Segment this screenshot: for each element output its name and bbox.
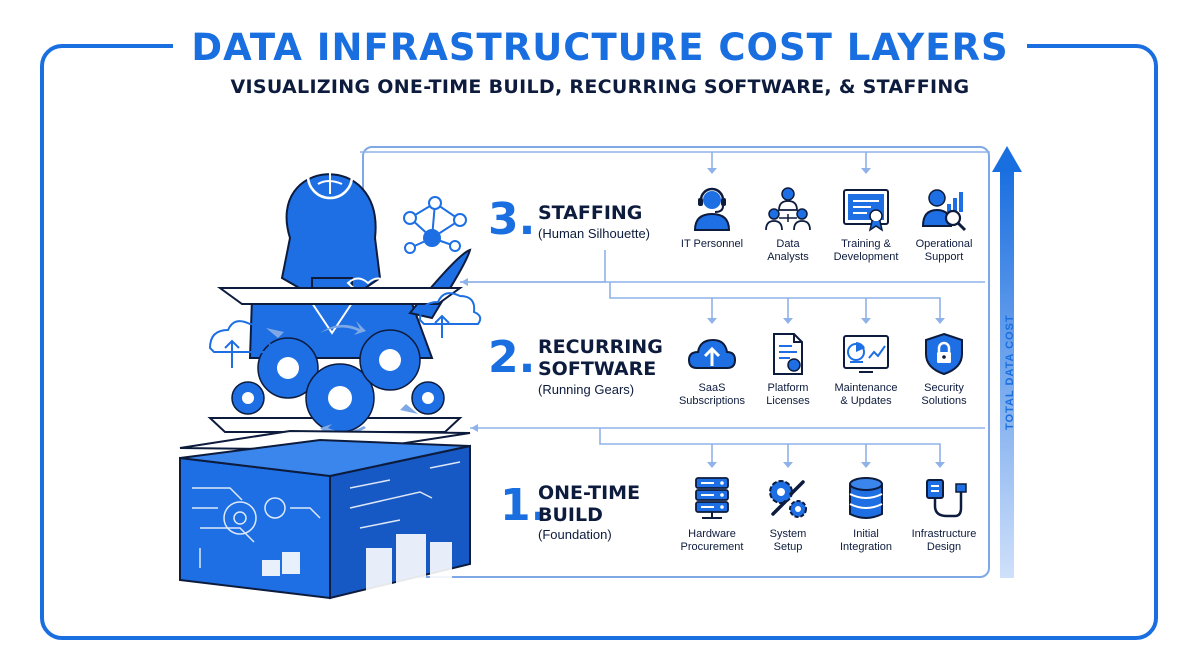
database-icon <box>849 477 883 519</box>
title-bar: DATA INFRASTRUCTURE COST LAYERS <box>0 26 1200 70</box>
foundation-box-icon <box>179 429 471 600</box>
item-label: Initial Integration <box>840 528 892 553</box>
cloud-upload-icon <box>687 338 737 369</box>
item-label: Data Analysts <box>767 238 809 263</box>
team-network-icon <box>765 187 811 231</box>
item-training-development: Training & Development <box>820 184 912 264</box>
dashboard-chart-icon <box>843 335 889 373</box>
item-hardware-procurement: Hardware Procurement <box>666 476 758 554</box>
item-label: Platform Licenses <box>766 382 810 407</box>
page-title: DATA INFRASTRUCTURE COST LAYERS <box>173 26 1027 70</box>
item-label: Infrastructure Design <box>911 528 977 553</box>
item-infrastructure-design: Infrastructure Design <box>898 476 990 554</box>
item-label: SaaS Subscriptions <box>678 382 746 407</box>
server-rack-icon <box>695 477 729 519</box>
item-initial-integration: Initial Integration <box>820 476 912 554</box>
item-platform-licenses: Platform Licenses <box>742 332 834 408</box>
item-data-analysts: Data Analysts <box>742 184 834 264</box>
layer-3-title: STAFFING <box>538 202 643 224</box>
headset-person-icon <box>693 187 731 231</box>
item-label: Training & Development <box>833 238 899 263</box>
running-gears-icon <box>207 292 482 438</box>
item-label: Maintenance & Updates <box>834 382 898 407</box>
item-label: Security Solutions <box>921 382 967 407</box>
layer-1-title: ONE-TIME BUILD <box>538 482 641 526</box>
item-label: Operational Support <box>915 238 973 263</box>
layer-2-title: RECURRING SOFTWARE <box>538 336 663 380</box>
item-label: IT Personnel <box>680 238 744 250</box>
layer-2-subtitle: (Running Gears) <box>538 382 635 397</box>
layer-1-subtitle: (Foundation) <box>538 527 612 542</box>
analyst-magnifier-icon <box>921 189 967 232</box>
layer-1-number: 1. <box>500 480 548 531</box>
item-label: System Setup <box>769 528 807 553</box>
item-system-setup: System Setup <box>742 476 834 554</box>
total-cost-axis-label: TOTAL DATA COST <box>1004 314 1016 430</box>
network-cable-icon <box>926 479 967 518</box>
item-saas-subscriptions: SaaS Subscriptions <box>666 332 758 408</box>
network-nodes-icon <box>403 196 467 254</box>
layers-illustration <box>179 152 482 600</box>
shield-lock-icon <box>925 332 963 376</box>
certificate-icon <box>843 189 889 232</box>
page-subtitle: VISUALIZING ONE-TIME BUILD, RECURRING SO… <box>230 76 970 98</box>
item-security-solutions: Security Solutions <box>898 332 990 408</box>
layer-2-number: 2. <box>488 332 536 383</box>
item-maintenance-updates: Maintenance & Updates <box>820 332 912 408</box>
layer-3-subtitle: (Human Silhouette) <box>538 226 650 241</box>
item-it-personnel: IT Personnel <box>666 184 758 251</box>
layer-3-number: 3. <box>488 194 536 245</box>
item-label: Hardware Procurement <box>680 528 744 553</box>
gear-wrench-icon <box>769 480 807 518</box>
item-operational-support: Operational Support <box>898 184 990 264</box>
license-document-icon <box>773 333 803 375</box>
